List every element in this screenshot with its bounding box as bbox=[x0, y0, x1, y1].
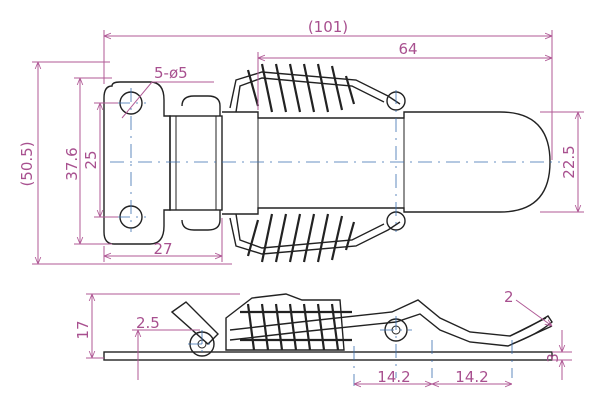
side-view bbox=[103, 293, 553, 386]
dim-body-length: 64 bbox=[398, 40, 417, 58]
spring-top bbox=[246, 63, 356, 113]
dim-overall-length: (101) bbox=[308, 18, 348, 36]
spring-bottom bbox=[246, 213, 356, 263]
hinge-block bbox=[169, 95, 223, 231]
dim-hole-pitch-1: 14.2 bbox=[377, 368, 410, 386]
spring-housing bbox=[225, 293, 345, 351]
hinge-bracket bbox=[170, 301, 219, 345]
side-view-dimensions: 17 2.5 2 3 14.2 14.2 bbox=[74, 288, 572, 386]
dim-pivot-offset: 2.5 bbox=[136, 314, 160, 332]
dim-hole-pitch-2: 14.2 bbox=[455, 368, 488, 386]
hook-tip bbox=[509, 315, 553, 345]
dim-base-length: 27 bbox=[153, 240, 172, 258]
side-base-plate bbox=[103, 351, 553, 361]
lever-body bbox=[222, 111, 551, 215]
dim-hole-spacing: 37.6 bbox=[63, 147, 81, 180]
spring-side bbox=[240, 303, 352, 351]
upper-wire bbox=[229, 71, 401, 109]
dim-plate-thickness: 3 bbox=[544, 353, 562, 363]
lower-wire bbox=[229, 217, 401, 255]
dim-hook-width: 22.5 bbox=[560, 145, 578, 178]
dim-hole-callout: 5-ø5 bbox=[154, 64, 188, 82]
side-lever bbox=[229, 299, 547, 337]
top-view-dimensions: (101) 64 5-ø5 (50.5) 37.6 25 22.5 2 bbox=[18, 18, 584, 265]
top-view bbox=[103, 63, 560, 263]
dim-plate-width: 25 bbox=[82, 150, 100, 169]
base-plate bbox=[103, 81, 171, 245]
dim-side-height: 17 bbox=[74, 320, 92, 339]
dim-overall-height: (50.5) bbox=[18, 141, 36, 186]
dim-hook-radius: 2 bbox=[504, 288, 514, 306]
